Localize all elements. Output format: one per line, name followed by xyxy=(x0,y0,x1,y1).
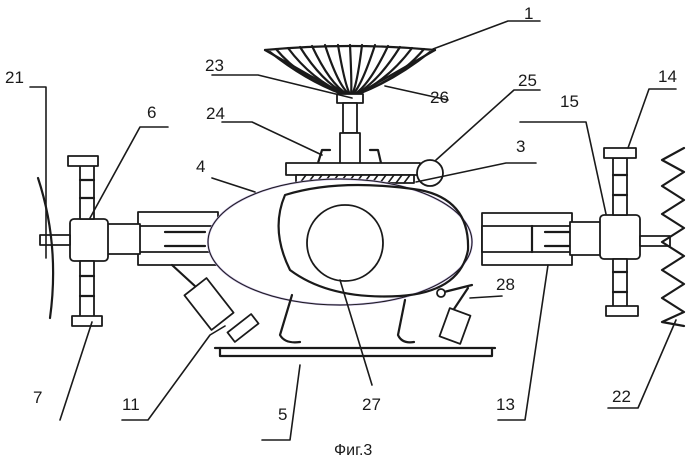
label-28: 28 xyxy=(496,275,515,294)
right-wheel-hub xyxy=(600,215,640,259)
label-23: 23 xyxy=(205,56,224,75)
clip-right xyxy=(370,150,381,163)
label-3: 3 xyxy=(516,137,525,156)
clip-left xyxy=(318,150,330,163)
label-5: 5 xyxy=(278,405,287,424)
right-arm-inner xyxy=(482,226,572,252)
left-cylinder-cap xyxy=(227,314,258,342)
label-4: 4 xyxy=(196,157,205,176)
label-26: 26 xyxy=(430,88,449,107)
left-wheel-shaft-top xyxy=(80,165,94,219)
right-wheel-shaft-bot xyxy=(613,259,627,307)
left-wheel-hub xyxy=(70,219,108,261)
right-arm xyxy=(482,148,684,326)
right-wheel-cap-top xyxy=(604,148,636,158)
label-15: 15 xyxy=(560,92,579,111)
mast-upper xyxy=(343,103,357,133)
label-7: 7 xyxy=(33,388,42,407)
center-disc xyxy=(307,205,383,281)
right-leg xyxy=(398,300,414,342)
top-plate xyxy=(286,163,420,175)
right-wheel-cap-bot xyxy=(606,306,638,316)
left-axle xyxy=(40,235,70,245)
left-wheel-cap-top xyxy=(68,156,98,166)
right-wheel-shaft-top xyxy=(613,158,627,215)
label-22: 22 xyxy=(612,387,631,406)
mast-assembly xyxy=(286,94,443,186)
label-1: 1 xyxy=(524,4,533,23)
central-body xyxy=(208,179,472,305)
fan-ribs xyxy=(265,45,435,94)
left-wheel-shaft-bot xyxy=(80,261,94,317)
left-cylinder xyxy=(184,278,233,330)
label-13: 13 xyxy=(496,395,515,414)
left-piston xyxy=(106,224,140,254)
fan-assembly xyxy=(265,45,435,96)
label-6: 6 xyxy=(147,103,156,122)
left-wheel-cap-bot xyxy=(72,316,102,326)
mast-lower xyxy=(340,133,360,167)
figure-caption: Фиг.3 xyxy=(334,442,372,459)
label-21: 21 xyxy=(5,68,24,87)
right-cylinder xyxy=(440,308,471,344)
left-arm-inner xyxy=(138,226,218,252)
label-25: 25 xyxy=(518,71,537,90)
label-11: 11 xyxy=(122,395,140,414)
label-27: 27 xyxy=(362,395,381,414)
roller-25 xyxy=(417,160,443,186)
label-14: 14 xyxy=(658,67,677,86)
cable-knot xyxy=(437,289,445,297)
label-24: 24 xyxy=(206,104,225,123)
